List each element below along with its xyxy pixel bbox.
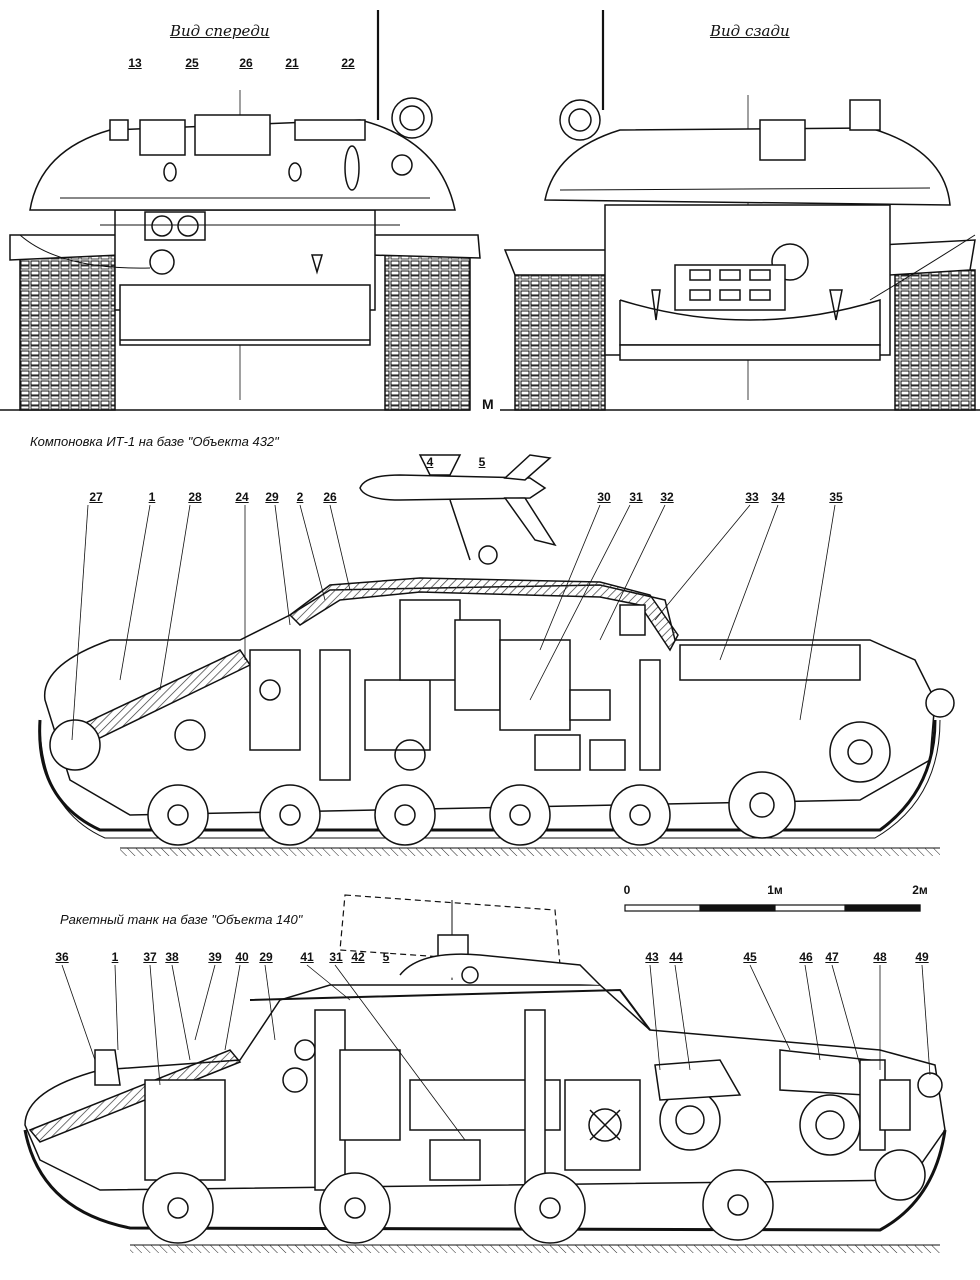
callout-number: 32 (660, 490, 674, 504)
it1-side-view (38, 454, 955, 856)
callout-number: 33 (745, 490, 759, 504)
obj140-caption: Ракетный танк на базе "Объекта 140" (60, 912, 303, 927)
callout-number: 0 (623, 883, 631, 897)
front-view (0, 10, 481, 411)
callout-number: 41 (300, 950, 314, 964)
callout-number: 49 (915, 950, 929, 964)
callout-number: 37 (143, 950, 157, 964)
callout-number: 29 (265, 490, 279, 504)
callout-number: 1 (111, 950, 119, 964)
callout-number: 28 (188, 490, 202, 504)
callout-number: 1 (148, 490, 156, 504)
ground-mark: M (482, 396, 494, 412)
callout-number: 26 (323, 490, 337, 504)
it1-caption: Компоновка ИТ-1 на базе "Объекта 432" (30, 434, 279, 449)
callout-number: 25 (185, 56, 199, 70)
callout-number: 47 (825, 950, 839, 964)
scale-bar (624, 904, 921, 912)
callout-number: 2 (296, 490, 304, 504)
callout-number: 36 (55, 950, 69, 964)
callout-number: 45 (743, 950, 757, 964)
callout-number: 31 (329, 950, 343, 964)
rear-view (500, 10, 980, 411)
callout-number: 44 (669, 950, 683, 964)
callout-number: 29 (259, 950, 273, 964)
callout-number: 34 (771, 490, 785, 504)
callout-number: 31 (629, 490, 643, 504)
callout-number: 40 (235, 950, 249, 964)
callout-number: 39 (208, 950, 222, 964)
callout-number: 5 (382, 950, 390, 964)
front-view-title: Вид спереди (170, 22, 270, 40)
callout-number: 30 (597, 490, 611, 504)
callout-number: 2м (912, 883, 928, 897)
callout-number: 42 (351, 950, 365, 964)
callout-number: 26 (239, 56, 253, 70)
callout-number: 4 (426, 455, 434, 469)
callout-number: 48 (873, 950, 887, 964)
callout-number: 35 (829, 490, 843, 504)
callout-number: 5 (478, 455, 486, 469)
callout-number: 27 (89, 490, 103, 504)
callout-number: 21 (285, 56, 299, 70)
callout-number: 43 (645, 950, 659, 964)
callout-number: 1м (767, 883, 783, 897)
callout-number: 13 (128, 56, 142, 70)
obj140-side-view (23, 894, 947, 1253)
callout-number: 46 (799, 950, 813, 964)
callout-number: 38 (165, 950, 179, 964)
rear-view-title: Вид сзади (710, 22, 790, 40)
callout-number: 24 (235, 490, 249, 504)
callout-number: 22 (341, 56, 355, 70)
